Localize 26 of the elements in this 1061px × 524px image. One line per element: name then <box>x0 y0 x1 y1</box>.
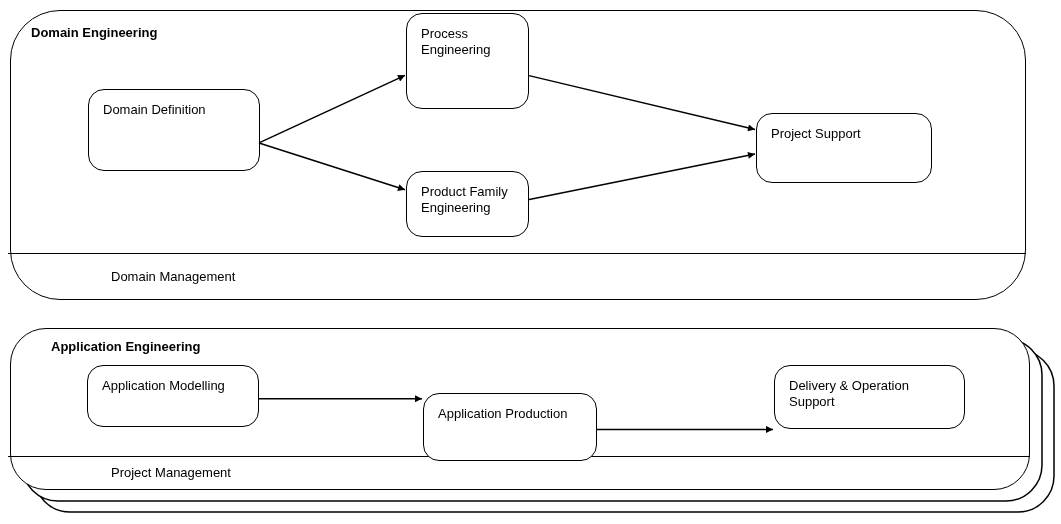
arrow <box>527 151 756 201</box>
process-box <box>774 365 965 429</box>
process-box <box>87 365 259 427</box>
process-box <box>756 113 932 183</box>
box-label: Product Family Engineering <box>421 184 509 217</box>
arrow <box>258 74 406 144</box>
arrow <box>258 142 406 191</box>
panel-title: Domain Engineering <box>31 25 158 40</box>
swimlane-panel <box>10 10 1026 300</box>
swimlane-panel <box>10 328 1030 490</box>
box-label: Project Support <box>771 126 862 143</box>
process-box <box>88 89 260 171</box>
box-label: Application Modelling <box>102 378 226 395</box>
arrow <box>527 74 756 132</box>
panel-footer-label: Domain Management <box>111 269 236 284</box>
panel-title: Application Engineering <box>51 339 201 354</box>
box-label: Delivery & Operation Support <box>789 378 910 411</box>
box-label: Domain Definition <box>103 102 207 119</box>
arrow <box>595 425 774 433</box>
box-label: Application Production <box>438 406 569 423</box>
panel-footer-label: Project Management <box>111 465 231 480</box>
process-box <box>406 13 529 109</box>
process-box <box>406 171 529 237</box>
arrow <box>257 395 423 403</box>
process-box <box>423 393 597 461</box>
box-label: Process Engineering <box>421 26 492 59</box>
